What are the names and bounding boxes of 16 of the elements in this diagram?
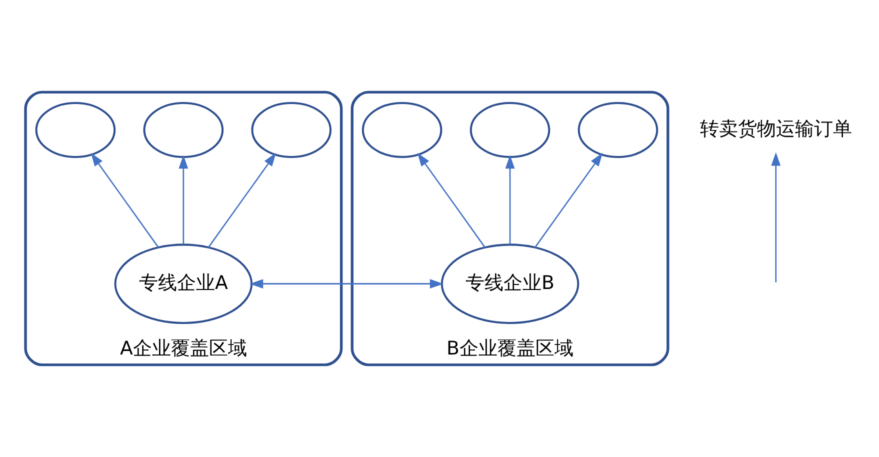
arrow bbox=[771, 152, 781, 282]
node-circle bbox=[470, 102, 550, 158]
arrow bbox=[534, 152, 603, 248]
node-circle bbox=[35, 102, 116, 158]
node-text: 转卖货物运输订单 bbox=[700, 118, 852, 140]
node-ellipse: 专线企业A bbox=[114, 244, 253, 324]
arrow bbox=[90, 152, 159, 248]
arrow bbox=[178, 155, 188, 244]
node-circle bbox=[251, 102, 332, 158]
arrow bbox=[208, 152, 276, 248]
node-ellipse: 专线企业B bbox=[440, 244, 580, 324]
node-circle bbox=[143, 102, 224, 158]
arrow bbox=[417, 152, 486, 248]
node-circle bbox=[578, 102, 658, 158]
node-circle bbox=[362, 102, 442, 158]
arrow bbox=[505, 155, 515, 244]
